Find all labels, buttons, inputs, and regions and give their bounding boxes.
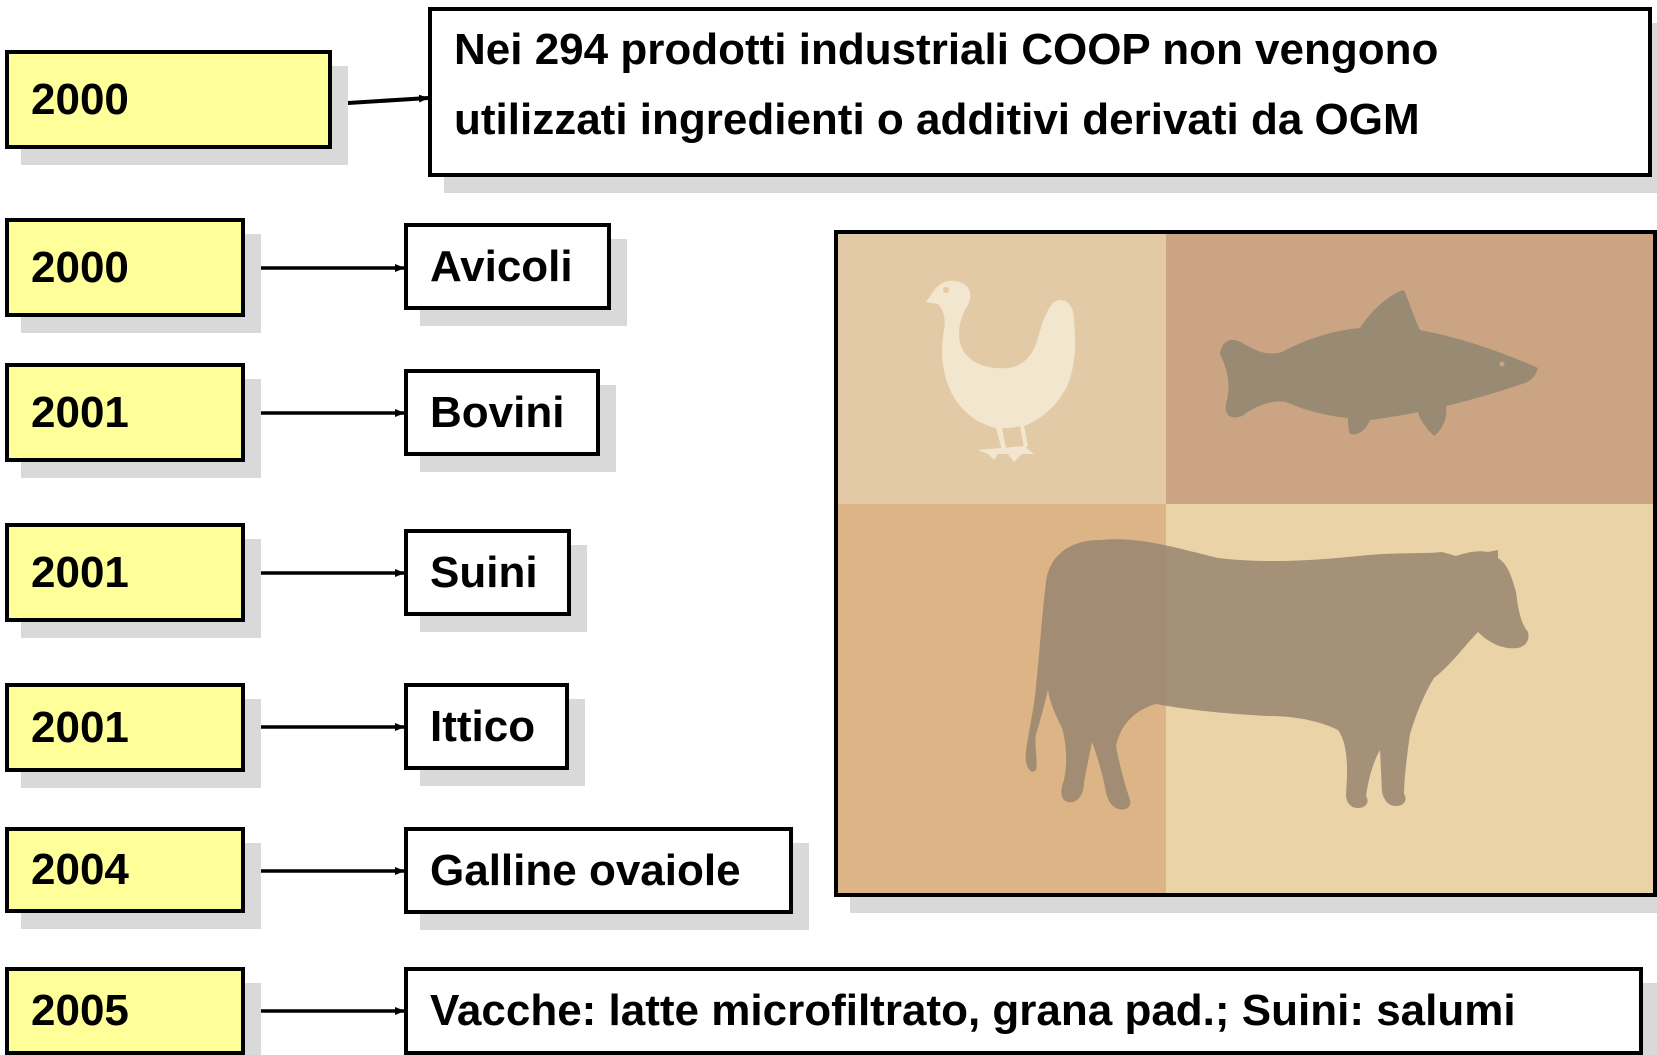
year-box: 2001 bbox=[5, 363, 245, 462]
category-box: Vacche: latte microfiltrato, grana pad.;… bbox=[404, 967, 1643, 1055]
ogm-note-line-1: Nei 294 prodotti industriali COOP non ve… bbox=[454, 25, 1439, 74]
year-box: 2001 bbox=[5, 523, 245, 622]
year-label: 2000 bbox=[31, 242, 129, 292]
category-label: Avicoli bbox=[430, 241, 573, 291]
cow-icon bbox=[1025, 539, 1529, 810]
category-box: Avicoli bbox=[404, 223, 611, 310]
category-label: Ittico bbox=[430, 701, 536, 751]
category-label: Suini bbox=[430, 547, 538, 597]
animal-illustration-svg bbox=[838, 234, 1653, 893]
year-label: 2005 bbox=[31, 986, 129, 1035]
ogm-note-box: Nei 294 prodotti industriali COOP non ve… bbox=[428, 7, 1652, 177]
year-box: 2004 bbox=[5, 827, 245, 913]
arrow-header bbox=[331, 94, 429, 106]
ogm-note-line-2: utilizzati ingredienti o additivi deriva… bbox=[454, 95, 1420, 144]
category-box: Ittico bbox=[404, 683, 569, 770]
category-box: Suini bbox=[404, 529, 571, 616]
year-box: 2001 bbox=[5, 683, 245, 772]
year-box: 2005 bbox=[5, 967, 245, 1055]
category-box: Bovini bbox=[404, 369, 600, 456]
category-label: Galline ovaiole bbox=[430, 845, 741, 895]
year-label: 2001 bbox=[31, 547, 129, 597]
year-box: 2000 bbox=[5, 218, 245, 317]
year-label: 2004 bbox=[31, 845, 129, 894]
category-label: Bovini bbox=[430, 387, 565, 437]
animal-illustration bbox=[834, 230, 1657, 897]
fish-icon bbox=[1220, 290, 1538, 436]
year-label: 2001 bbox=[31, 702, 129, 752]
category-label: Vacche: latte microfiltrato, grana pad.;… bbox=[430, 986, 1516, 1035]
chicken-icon bbox=[926, 280, 1076, 462]
year-label: 2001 bbox=[31, 387, 129, 437]
year-label: 2000 bbox=[31, 74, 129, 124]
year-box-header: 2000 bbox=[5, 50, 332, 149]
category-box: Galline ovaiole bbox=[404, 827, 793, 914]
